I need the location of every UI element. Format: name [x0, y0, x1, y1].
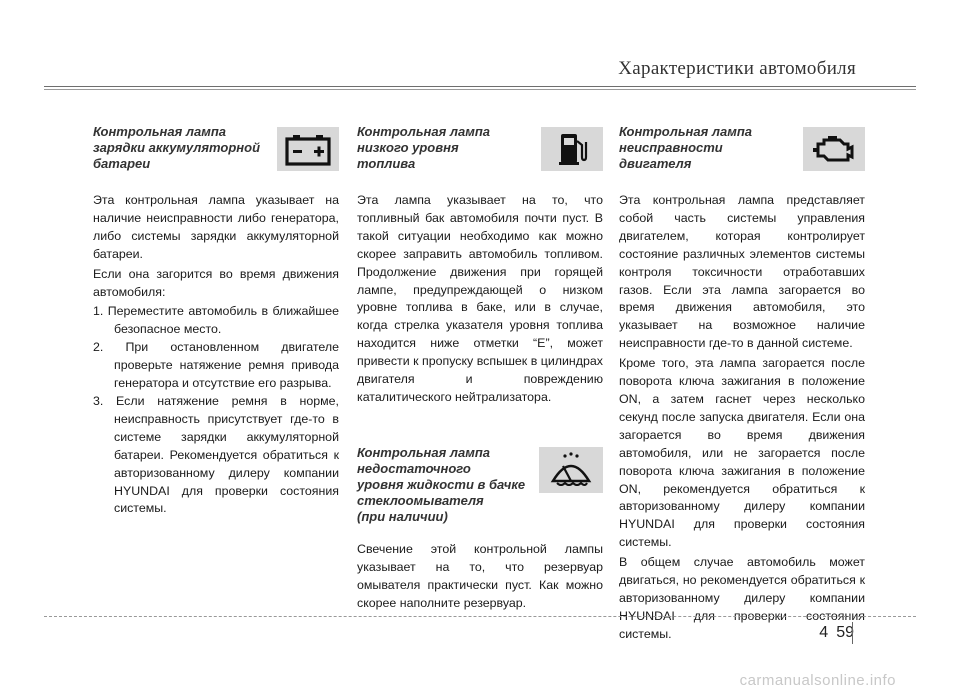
battery-icon-box	[277, 127, 339, 171]
footer-divider	[44, 616, 916, 617]
battery-paragraph-1: Эта контрольная лампа указывает на налич…	[93, 193, 339, 261]
engine-warning-header: Контрольная лампа неисправности двигател…	[619, 124, 865, 192]
engine-warning-title: Контрольная лампа неисправности двигател…	[619, 124, 752, 171]
watermark: carmanualsonline.info	[739, 672, 896, 689]
battery-warning-header: Контрольная лампа зарядки аккумуляторной…	[93, 124, 339, 192]
battery-icon	[285, 135, 331, 166]
engine-icon-box	[803, 127, 865, 171]
check-engine-icon	[813, 136, 854, 162]
washer-warning-title: Контрольная лампа недостаточного уровня …	[357, 444, 526, 524]
fuel-pump-icon	[559, 134, 588, 165]
washer-warning-header: Контрольная лампа недостаточного уровня …	[357, 445, 603, 541]
header-rule-secondary	[44, 89, 916, 90]
fuel-icon-box	[541, 127, 603, 171]
fuel-warning-header: Контрольная лампа низкого уровня топлива	[357, 124, 603, 192]
engine-paragraph-3: В общем случае автомобиль может двигатьс…	[619, 555, 865, 641]
list-item: 2. При остановленном двигателе проверьте…	[93, 340, 339, 391]
battery-paragraph-2: Если она загорится во время движения авт…	[93, 266, 339, 299]
column-battery-warning: Контрольная лампа зарядки аккумуляторной…	[93, 124, 339, 518]
page-number: 4 59	[819, 624, 854, 642]
engine-paragraph-2: Кроме того, эта лампа загорается после п…	[619, 356, 865, 550]
page-number-separator	[852, 622, 853, 644]
battery-warning-title: Контрольная лампа зарядки аккумуляторной…	[93, 124, 261, 171]
fuel-warning-title: Контрольная лампа низкого уровня топлива	[357, 124, 490, 171]
column-fuel-warning: Контрольная лампа низкого уровня топлива…	[357, 124, 603, 615]
header-rule	[44, 86, 916, 87]
engine-paragraph-1: Эта контрольная лампа представляет собой…	[619, 193, 865, 351]
chapter-number: 4	[819, 624, 829, 641]
washer-fluid-icon	[550, 452, 592, 486]
battery-steps-list: 1. Переместите автомобиль в ближайшее бе…	[93, 303, 339, 518]
washer-paragraph: Свечение этой контрольной лампы указывае…	[357, 541, 603, 610]
washer-icon-box	[539, 446, 603, 493]
column-engine-warning: Контрольная лампа неисправности двигател…	[619, 124, 865, 646]
list-item: 3. Если натяжение ремня в норме, неиспра…	[93, 393, 339, 516]
list-item: 1. Переместите автомобиль в ближайшее бе…	[93, 304, 339, 337]
page-number-value: 59	[836, 624, 854, 641]
fuel-paragraph: Эта лампа указывает на то, что топливный…	[357, 193, 603, 404]
section-title: Характеристики автомобиля	[618, 58, 856, 79]
